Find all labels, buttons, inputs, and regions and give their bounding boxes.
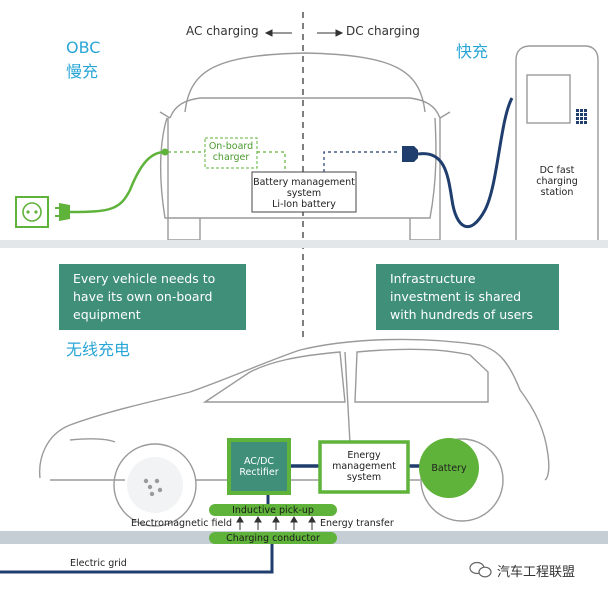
onboard-charger-label: On-board charger xyxy=(208,141,254,163)
em-field-label: Electromagnetic field xyxy=(131,518,233,529)
battery-circle xyxy=(419,438,479,498)
ac-arrow xyxy=(264,29,292,37)
left-note-box: Every vehicle needs to have its own on-b… xyxy=(59,264,246,330)
dc-station xyxy=(515,45,599,243)
ems-label: Energy management system xyxy=(332,450,396,483)
rectifier-box xyxy=(227,438,291,495)
ground-bar xyxy=(0,240,608,248)
field-arrows xyxy=(236,516,316,530)
fast-charge-label: 快充 xyxy=(456,42,489,61)
obc-label: OBC xyxy=(66,38,101,57)
station-label: DC fast charging station xyxy=(536,165,578,198)
charging-conductor-label: Charging conductor xyxy=(226,533,320,544)
slow-charge-label: 慢充 xyxy=(66,62,99,81)
ac-plug xyxy=(55,203,70,221)
wechat-icon xyxy=(469,561,492,578)
wheel-hub xyxy=(143,478,163,497)
charging-conductor-bar xyxy=(209,532,337,544)
rectifier-label: AC/DC Rectifier xyxy=(239,456,279,478)
car-side-outline xyxy=(38,338,550,527)
wall-socket xyxy=(15,196,49,228)
watermark-text: 汽车工程联盟 xyxy=(497,565,576,580)
battery-label: Battery xyxy=(431,463,467,474)
energy-transfer-label: Energy transfer xyxy=(320,518,394,529)
ac-cable xyxy=(69,150,166,214)
bms-box xyxy=(251,171,357,213)
dc-plug xyxy=(402,146,418,162)
wireless-charging-title: 无线充电 xyxy=(66,340,131,359)
dc-cable xyxy=(417,97,514,229)
grid-cable xyxy=(0,544,274,574)
electric-grid-label: Electric grid xyxy=(70,558,127,569)
dc-charging-label: DC charging xyxy=(346,24,420,38)
li-ion-battery-label: Li-Ion battery xyxy=(272,199,336,210)
station-keypad xyxy=(576,109,587,124)
bms-label: Battery management system xyxy=(253,177,355,199)
dc-arrow xyxy=(317,29,344,37)
ac-charging-label: AC charging xyxy=(186,24,259,38)
inductive-pickup-bar xyxy=(209,504,337,516)
inductive-pickup-label: Inductive pick-up xyxy=(232,505,314,516)
right-note-box: Infrastructure investment is shared with… xyxy=(376,264,559,330)
ems-box xyxy=(318,440,410,494)
onboard-charger-box xyxy=(204,137,258,169)
